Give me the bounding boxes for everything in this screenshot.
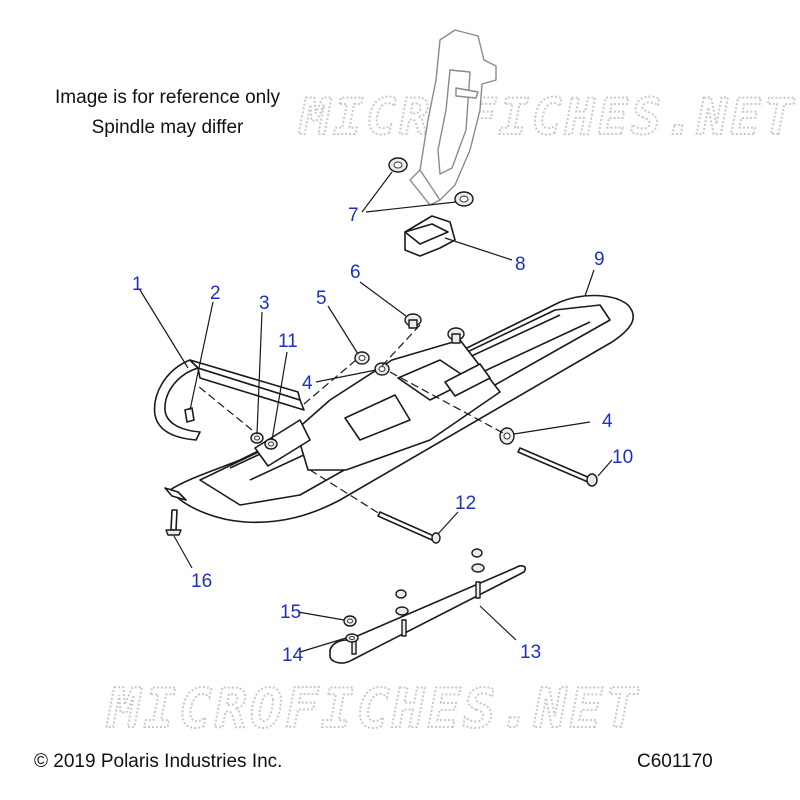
washer-14c	[471, 563, 485, 573]
callout-4b: 4	[602, 411, 613, 432]
callout-16: 16	[191, 571, 212, 592]
spindle-bushing-upper	[388, 157, 408, 173]
callout-11: 11	[278, 331, 298, 352]
nut-15b	[395, 589, 407, 599]
bushing-6	[404, 313, 422, 329]
nut-5	[354, 351, 370, 365]
callout-8: 8	[515, 254, 526, 275]
bolt-10	[517, 447, 598, 487]
callout-3: 3	[259, 293, 270, 314]
callout-1: 1	[132, 274, 143, 295]
diagram-code: C601170	[637, 751, 713, 772]
bolt-16	[165, 509, 182, 536]
ski-bumper	[404, 215, 456, 257]
handle-pin	[184, 407, 195, 423]
washer-14	[345, 633, 359, 643]
nut-15c	[471, 548, 483, 558]
callout-13: 13	[520, 642, 541, 663]
nut-15	[343, 615, 357, 627]
washer-14b	[395, 606, 409, 616]
spindle-bushing-lower	[454, 191, 474, 207]
callout-6: 6	[350, 262, 361, 283]
callout-4a: 4	[302, 373, 313, 394]
nut-3	[250, 432, 264, 444]
callout-7: 7	[348, 205, 359, 226]
callout-12: 12	[455, 493, 476, 514]
leader-lines	[139, 171, 613, 653]
callout-2: 2	[210, 283, 221, 304]
reference-note: Image is for reference only	[55, 87, 280, 108]
callout-10: 10	[612, 447, 633, 468]
wear-bar	[329, 565, 527, 664]
callout-5: 5	[316, 288, 327, 309]
copyright-text: © 2019 Polaris Industries Inc.	[34, 751, 283, 772]
washer-11	[264, 438, 278, 450]
callout-9: 9	[594, 249, 605, 270]
washer-4-upper	[374, 362, 390, 376]
callouts: 1 2 3 4 4 5 6 7 8 9 10 11 12 13 14 15 16	[132, 205, 633, 666]
washer-4-lower	[499, 427, 515, 445]
bushing-6b	[447, 327, 465, 344]
callout-14: 14	[282, 645, 304, 666]
spindle-note: Spindle may differ	[91, 117, 244, 138]
ski	[164, 294, 634, 524]
watermark-bottom: MICROFICHES.NET	[106, 677, 641, 740]
spindle	[409, 29, 497, 206]
callout-15: 15	[280, 602, 301, 623]
watermark-top: MICROFICHES.NET	[298, 88, 797, 146]
bolt-12	[377, 511, 441, 544]
ski-loop-handle	[153, 359, 305, 441]
